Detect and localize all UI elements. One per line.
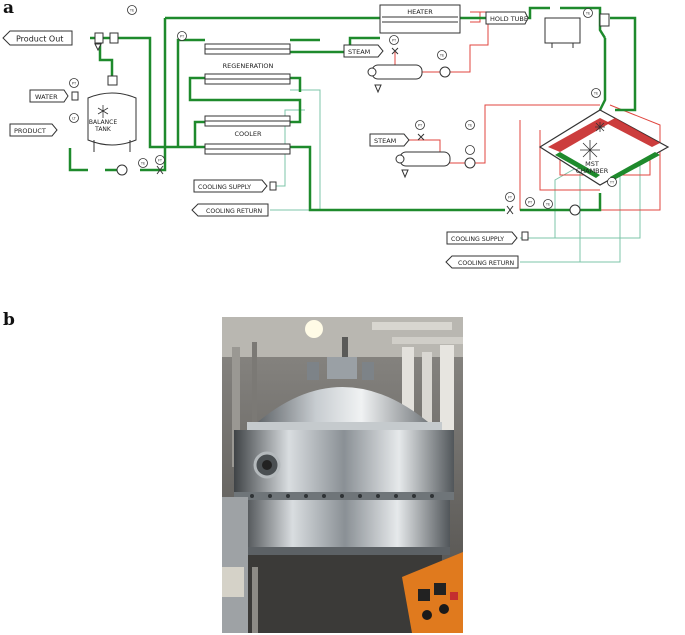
regeneration-label: REGENERATION [223,62,274,70]
flag-cooling-supply-left: COOLING SUPPLY [193,179,268,193]
svg-text:PT: PT [72,82,77,86]
svg-text:COOLING SUPPLY: COOLING SUPPLY [451,236,504,243]
balance-tank-label-line2: TANK [94,126,112,133]
svg-text:FT: FT [158,159,163,163]
svg-text:COOLING RETURN: COOLING RETURN [458,260,515,267]
panel-label-b: b [3,310,15,330]
svg-text:COOLING RETURN: COOLING RETURN [206,208,263,215]
svg-text:TE: TE [545,203,550,207]
valve-blocks [71,13,610,241]
svg-text:PT: PT [392,39,397,43]
svg-text:PT: PT [180,35,185,39]
svg-text:COOLING SUPPLY: COOLING SUPPLY [198,184,251,191]
mst-chamber-photo [222,317,463,633]
cooler-label: COOLER [234,130,261,138]
svg-text:TE: TE [439,54,444,58]
hold-tube-flag: HOLD TUBE [485,11,529,25]
svg-text:PT: PT [418,124,423,128]
svg-text:TE: TE [140,162,145,166]
chamber-label-line2: CHAMBER [576,167,609,175]
instrument-tags: TE PT PT LT TE FT PT TE PT TE TE TE FT P… [72,9,615,207]
flag-cooling-supply-right: COOLING SUPPLY [446,231,518,245]
svg-text:TE: TE [585,12,590,16]
svg-text:HOLD TUBE: HOLD TUBE [490,15,528,23]
svg-text:FT: FT [508,196,513,200]
flag-steam-mid: STEAM [369,133,410,147]
flag-steam-top: STEAM [343,44,384,58]
balance-tank-label-line1: BALANCE [89,119,117,126]
product-lines [68,6,637,212]
svg-text:TE: TE [129,9,134,13]
svg-text:PRODUCT: PRODUCT [14,127,46,135]
equipment-outlines [87,4,581,216]
tank-agitator-icon [97,105,109,118]
flag-water: WATER [29,89,69,103]
svg-text:Product Out: Product Out [16,35,63,44]
svg-text:TE: TE [593,92,598,96]
chamber-label-line1: MST [585,160,599,168]
svg-text:TE: TE [467,124,472,128]
svg-text:TT: TT [609,181,615,185]
svg-text:STEAM: STEAM [348,48,370,56]
flag-cooling-return-right: COOLING RETURN [445,255,519,269]
flag-product: PRODUCT [9,123,58,137]
mst-chamber: MST CHAMBER [538,109,670,186]
panel-label-a: a [3,0,15,18]
svg-text:PT: PT [528,201,533,205]
flag-cooling-return-left: COOLING RETURN [191,203,269,217]
flag-product-out: Product Out [2,30,73,46]
svg-text:WATER: WATER [35,93,58,101]
heater-label: HEATER [407,8,433,16]
process-flow-diagram: MST CHAMBER TE PT PT LT TE FT PT TE PT T… [2,4,670,269]
instrument-bubbles [69,5,617,209]
svg-text:STEAM: STEAM [374,137,396,145]
svg-text:LT: LT [72,117,76,121]
